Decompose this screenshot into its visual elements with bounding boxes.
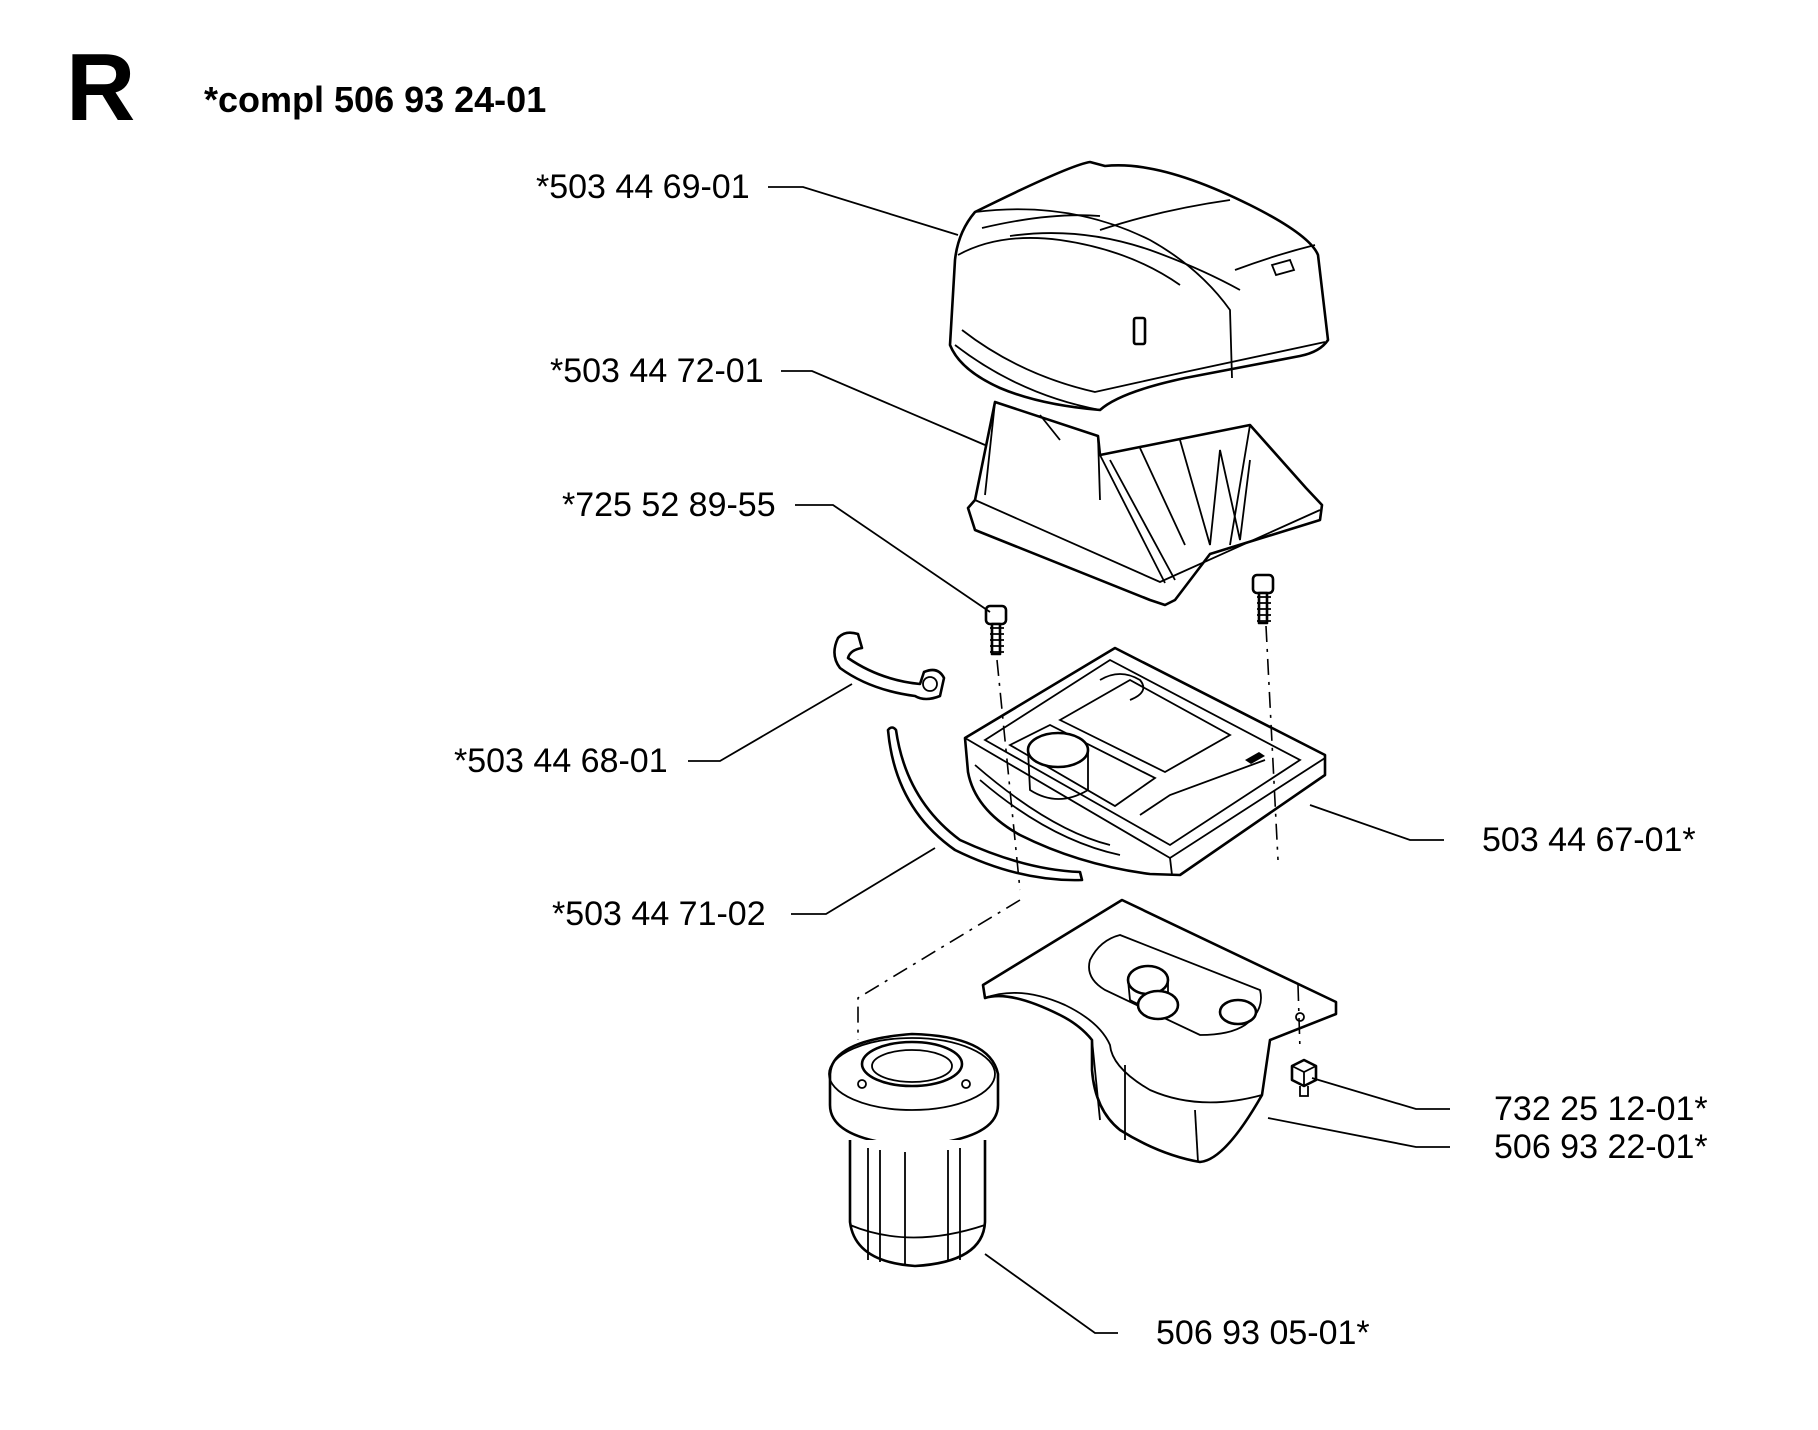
leader-bracket: [1267, 1117, 1450, 1148]
round-filter: [828, 1032, 1000, 1268]
leader-nut: [1311, 1077, 1450, 1110]
leader-lines: [688, 186, 1450, 1334]
part-label-round-filter: 506 93 05-01*: [1156, 1314, 1370, 1352]
leader-round-filter: [984, 1253, 1118, 1334]
part-label-filter-top: *503 44 72-01: [550, 352, 764, 390]
bracket: [981, 898, 1338, 1164]
part-label-screw: *725 52 89-55: [562, 486, 776, 524]
part-label-clip: *503 44 68-01: [454, 742, 668, 780]
seal-strip: [886, 726, 1084, 882]
part-label-bracket: 506 93 22-01*: [1494, 1128, 1708, 1166]
filter-holder: [963, 646, 1327, 877]
assembly-title: *compl 506 93 24-01: [204, 79, 547, 120]
leader-screw: [795, 504, 991, 613]
leader-clip: [688, 683, 853, 762]
air-filter-cover: [948, 160, 1330, 412]
leader-cover: [768, 186, 959, 236]
leader-filter-top: [781, 370, 986, 446]
clip: [833, 631, 946, 701]
part-label-filter-holder: 503 44 67-01*: [1482, 821, 1696, 859]
part-label-seal-strip: *503 44 71-02: [552, 895, 766, 933]
screw-left: [984, 604, 1008, 656]
filter-top-element: [966, 400, 1324, 607]
leader-seal-strip: [791, 847, 936, 915]
section-letter: R: [66, 34, 136, 141]
leader-filter-holder: [1309, 804, 1444, 841]
part-label-cover: *503 44 69-01: [536, 168, 750, 206]
part-label-nut: 732 25 12-01*: [1494, 1090, 1708, 1128]
screw-right: [1251, 573, 1275, 625]
assembly-centerlines: [857, 625, 1301, 1051]
